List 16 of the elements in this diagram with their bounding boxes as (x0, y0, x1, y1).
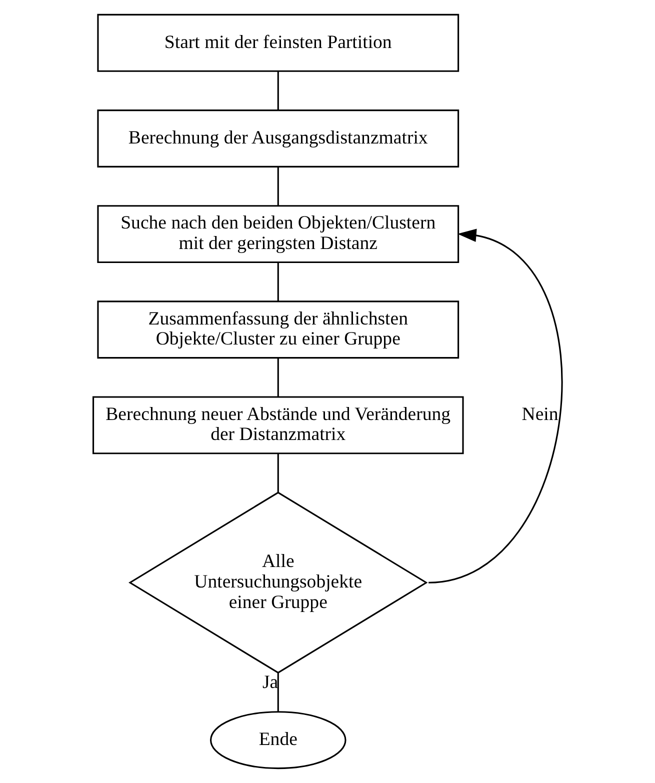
connector (276, 166, 278, 206)
connector (276, 673, 278, 712)
node-diamond: Alle Untersuchungsobjekte einer Gruppe (128, 492, 428, 674)
connector (276, 358, 278, 397)
node-box: Berechnung der Ausgangsdistanzmatrix (96, 110, 459, 168)
edge-label: Ja (262, 672, 278, 694)
node-ellipse: Ende (209, 711, 346, 770)
edge-label: Nein (521, 404, 558, 426)
connector (276, 262, 278, 302)
node-box: Start mit der feinsten Partition (96, 14, 459, 72)
arrow (428, 228, 562, 584)
node-box: Berechnung neuer Abstände und Veränderung der Distanzmatrix (92, 396, 464, 454)
connector (276, 454, 278, 492)
node-box: Suche nach den beiden Objekten/Clustern mit der geringsten Distanz (96, 205, 459, 264)
connector (276, 71, 278, 110)
node-box: Zusammenfassung der ähnlichsten Objekte/Cluster zu einer Gruppe (96, 300, 459, 359)
